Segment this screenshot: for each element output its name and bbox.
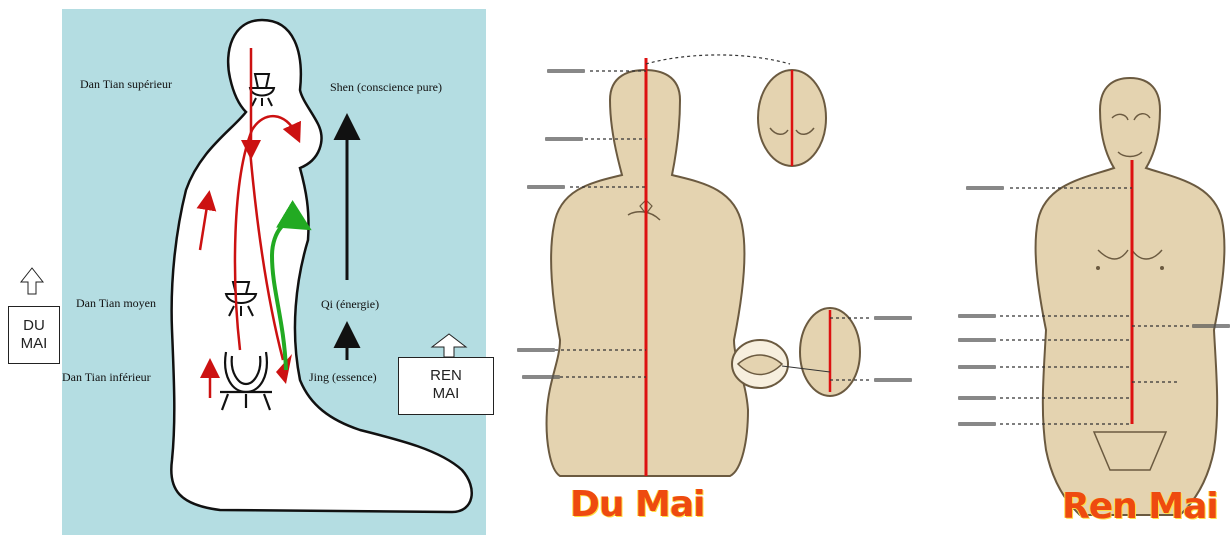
label-dan-tian-inferieur: Dan Tian inférieur — [62, 370, 151, 385]
ren-mai-box-line1: REN — [399, 367, 493, 385]
du-mai-face-view — [732, 308, 870, 396]
label-dan-tian-moyen: Dan Tian moyen — [76, 296, 156, 311]
label-jing: Jing (essence) — [309, 370, 377, 385]
label-dan-tian-superieur: Dan Tian supérieur — [80, 77, 172, 92]
du-mai-point-label-yinjiao — [874, 378, 912, 382]
du-mai-connector — [646, 55, 790, 64]
du-mai-caption: Du Mai — [570, 484, 705, 525]
ren-mai-box-line2: MAI — [399, 385, 493, 403]
ren-mai-point-label-tanzhong — [1192, 324, 1230, 328]
label-qi: Qi (énergie) — [321, 297, 379, 312]
du-mai-point-label-mingmen — [517, 348, 555, 352]
ren-mai-box: REN MAI — [398, 357, 494, 415]
ren-mai-point-label-guanyuan — [958, 396, 996, 400]
du-mai-up-arrow-icon — [21, 268, 43, 294]
label-shen: Shen (conscience pure) — [330, 80, 442, 95]
du-mai-box-line1: DU — [9, 317, 59, 335]
du-mai-box-line2: MAI — [9, 335, 59, 353]
ren-mai-front-figure — [1036, 78, 1225, 515]
du-mai-head-top-view — [758, 70, 826, 166]
ren-mai-point-label-zhongwan — [958, 314, 996, 318]
du-mai-point-label-shangxing — [874, 316, 912, 320]
ren-mai-point-label-shenque — [958, 365, 996, 369]
ren-mai-point-label-shuifen — [958, 338, 996, 342]
ren-mai-point-label-qugu — [958, 422, 996, 426]
du-mai-point-label-fengfu — [545, 137, 583, 141]
ren-mai-point-label-chengjiang — [966, 186, 1004, 190]
du-mai-box: DU MAI — [8, 306, 60, 364]
du-mai-point-label-baihui — [547, 69, 585, 73]
du-mai-point-label-dazhui — [527, 185, 565, 189]
ren-mai-up-arrow-icon — [432, 334, 466, 357]
du-mai-point-label-yaoyangguan — [522, 375, 560, 379]
ren-mai-caption: Ren Mai — [1062, 486, 1218, 527]
